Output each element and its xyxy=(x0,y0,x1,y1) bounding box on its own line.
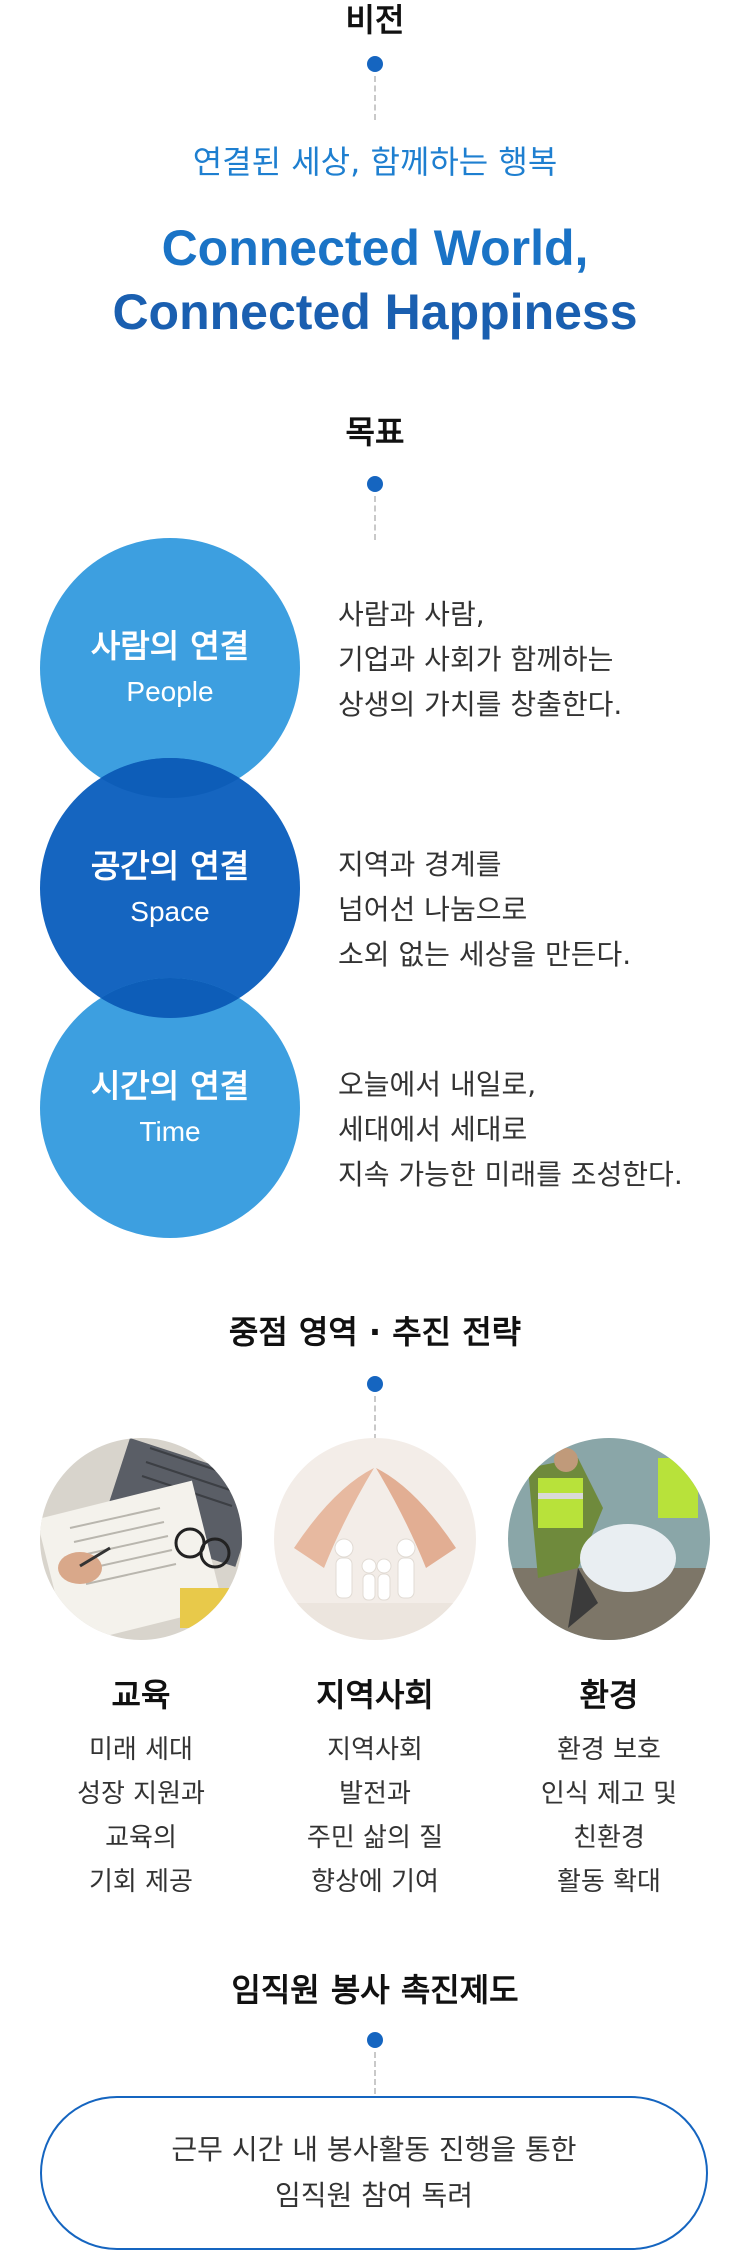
goal-time-desc-line: 지속 가능한 미래를 조성한다. xyxy=(338,1158,683,1191)
focus-community-line: 지역사회 xyxy=(327,1735,423,1765)
goal-time-desc-line: 오늘에서 내일로, xyxy=(338,1068,537,1101)
volunteer-title: 임직원 봉사 촉진제도 xyxy=(231,1971,519,2009)
goal-circle-time: 시간의 연결 Time xyxy=(40,978,300,1238)
focus-environment-line: 활동 확대 xyxy=(557,1867,661,1897)
focus-dot xyxy=(367,1376,383,1392)
vision-dash xyxy=(374,76,376,120)
goal-people-desc-line: 기업과 사회가 함께하는 xyxy=(338,643,614,676)
goal-time-en: Time xyxy=(139,1116,201,1147)
focus-community-line: 향상에 기여 xyxy=(311,1867,439,1897)
volunteer-line1: 근무 시간 내 봉사활동 진행을 통한 xyxy=(171,2133,577,2166)
vision-title: 비전 xyxy=(345,1,405,39)
goal-time-desc-line: 세대에서 세대로 xyxy=(338,1113,528,1146)
focus-community-line: 주민 삶의 질 xyxy=(306,1823,444,1853)
focus-education-desc: 미래 세대 성장 지원과 교육의 기회 제공 xyxy=(21,1728,261,1904)
goal-space-en: Space xyxy=(130,896,210,927)
goal-people-ko: 사람의 연결 xyxy=(90,627,250,665)
volunteer-dash xyxy=(374,2052,376,2094)
vision-subtitle: 연결된 세상, 함께하는 행복 xyxy=(192,143,558,181)
goals-title: 목표 xyxy=(345,413,405,451)
goal-people-en: People xyxy=(126,676,214,707)
focus-community-line: 발전과 xyxy=(339,1779,411,1809)
community-illustration xyxy=(274,1438,476,1640)
goal-space-desc-line: 지역과 경계를 xyxy=(338,848,502,881)
goals-dot xyxy=(367,476,383,492)
focus-education-title: 교육 xyxy=(111,1676,171,1714)
goal-people-desc-line: 사람과 사람, xyxy=(338,598,485,631)
focus-education-line: 미래 세대 xyxy=(89,1735,193,1765)
focus-environment-line: 친환경 xyxy=(573,1823,645,1853)
vision-dot xyxy=(367,56,383,72)
focus-community-desc: 지역사회 발전과 주민 삶의 질 향상에 기여 xyxy=(255,1728,495,1904)
environment-illustration xyxy=(508,1438,710,1640)
focus-community-title: 지역사회 xyxy=(316,1676,434,1714)
vision-english-line2: Connected Happiness xyxy=(112,284,638,340)
education-image xyxy=(40,1438,242,1640)
focus-environment-line: 인식 제고 및 xyxy=(540,1779,678,1809)
goal-space-desc-line: 넘어선 나눔으로 xyxy=(338,893,528,926)
goal-people-desc: 사람과 사람, 기업과 사회가 함께하는 상생의 가치를 창출한다. xyxy=(338,592,738,727)
goal-space-ko: 공간의 연결 xyxy=(90,847,250,885)
focus-environment-title: 환경 xyxy=(579,1676,639,1714)
focus-dash xyxy=(374,1396,376,1440)
volunteer-line2: 임직원 참여 독려 xyxy=(274,2179,474,2212)
goal-time-ko: 시간의 연결 xyxy=(90,1067,250,1105)
focus-environment-line: 환경 보호 xyxy=(557,1735,661,1765)
goals-dash xyxy=(374,496,376,540)
education-illustration xyxy=(40,1438,242,1640)
focus-environment-desc: 환경 보호 인식 제고 및 친환경 활동 확대 xyxy=(489,1728,729,1904)
volunteer-box: 근무 시간 내 봉사활동 진행을 통한 임직원 참여 독려 xyxy=(40,2096,708,2250)
goal-circle-space: 공간의 연결 Space xyxy=(40,758,300,1018)
focus-education-line: 기회 제공 xyxy=(89,1867,193,1897)
focus-title: 중점 영역 · 추진 전략 xyxy=(228,1313,522,1351)
focus-education-line: 교육의 xyxy=(105,1823,177,1853)
goal-people-desc-line: 상생의 가치를 창출한다. xyxy=(338,688,623,721)
volunteer-dot xyxy=(367,2032,383,2048)
goal-time-desc: 오늘에서 내일로, 세대에서 세대로 지속 가능한 미래를 조성한다. xyxy=(338,1062,738,1197)
vision-english-line1: Connected World, xyxy=(161,220,589,276)
community-image xyxy=(274,1438,476,1640)
goal-space-desc: 지역과 경계를 넘어선 나눔으로 소외 없는 세상을 만든다. xyxy=(338,842,738,977)
focus-education-line: 성장 지원과 xyxy=(77,1779,205,1809)
goal-space-desc-line: 소외 없는 세상을 만든다. xyxy=(338,938,632,971)
environment-image xyxy=(508,1438,710,1640)
